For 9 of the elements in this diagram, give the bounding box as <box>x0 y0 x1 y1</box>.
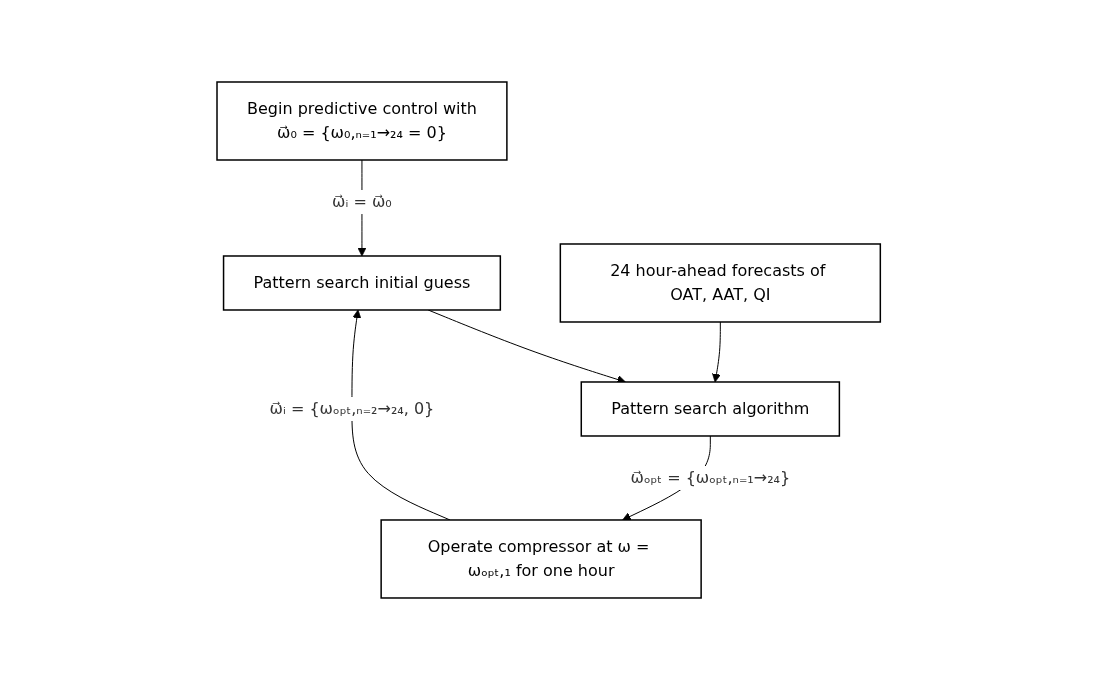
edge-label: ω⃗ᵢ = {ωₒₚₜ,ₙ₌₂→₂₄, 0} <box>269 398 435 418</box>
edge-label: ω⃗ᵢ = ω⃗₀ <box>331 192 392 211</box>
edge-label: ω⃗ₒₚₜ = {ωₒₚₜ,ₙ₌₁→₂₄} <box>630 467 790 487</box>
arrow <box>711 321 721 383</box>
node-box: Pattern search initial guess <box>222 255 501 311</box>
node-box: 24 hour-ahead forecasts of OAT, AAT, QI <box>559 243 881 323</box>
node-box: Pattern search algorithm <box>580 381 840 437</box>
node-box: Begin predictive control with ω⃗₀ = {ω₀,ₙ₌₁→₂₄ = 0} <box>216 81 508 161</box>
node-box: Operate compressor at ω = ωₒₚₜ,₁ for one hour <box>380 519 702 599</box>
